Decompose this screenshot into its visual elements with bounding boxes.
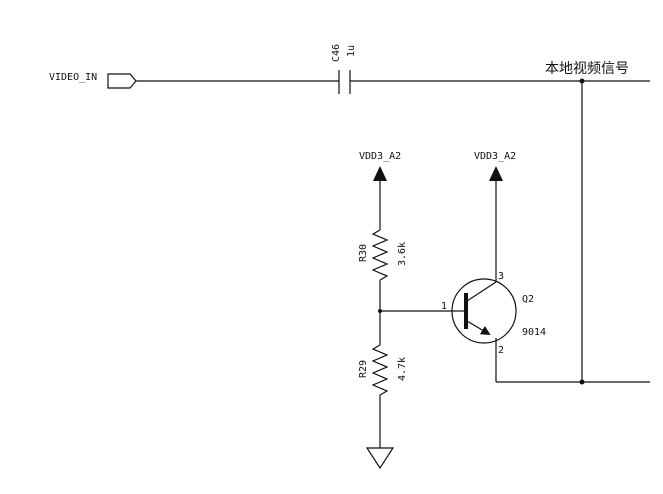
capacitor-ref: C46 <box>331 44 342 62</box>
junction-dot-top <box>579 78 585 84</box>
power-arrow-left-icon <box>373 166 387 181</box>
r30-ref: R30 <box>358 244 369 262</box>
transistor-collector-line <box>466 281 497 302</box>
r30-resistor <box>371 229 389 281</box>
r30-value: 3.6k <box>397 242 408 266</box>
base-pin-number: 1 <box>441 301 447 312</box>
r29-value: 4.7k <box>397 357 408 381</box>
power-label-left: VDD3_A2 <box>359 151 401 162</box>
r29-resistor <box>371 344 389 396</box>
transistor-body <box>451 278 517 344</box>
emitter-pin-number: 2 <box>498 345 504 356</box>
video-in-port-label: VIDEO_IN <box>49 72 97 83</box>
collector-pin-number: 3 <box>498 271 504 282</box>
video-in-port-symbol <box>107 73 137 89</box>
net-label: 本地视频信号 <box>545 60 629 76</box>
power-arrow-right-icon <box>489 166 503 181</box>
power-label-right: VDD3_A2 <box>474 151 516 162</box>
ground-icon <box>365 447 395 470</box>
transistor-part: 9014 <box>522 327 546 338</box>
r29-ref: R29 <box>358 360 369 378</box>
capacitor-value: 1u <box>346 45 357 57</box>
transistor-ref: Q2 <box>522 294 534 305</box>
transistor-emitter-arrow-icon <box>466 320 491 335</box>
